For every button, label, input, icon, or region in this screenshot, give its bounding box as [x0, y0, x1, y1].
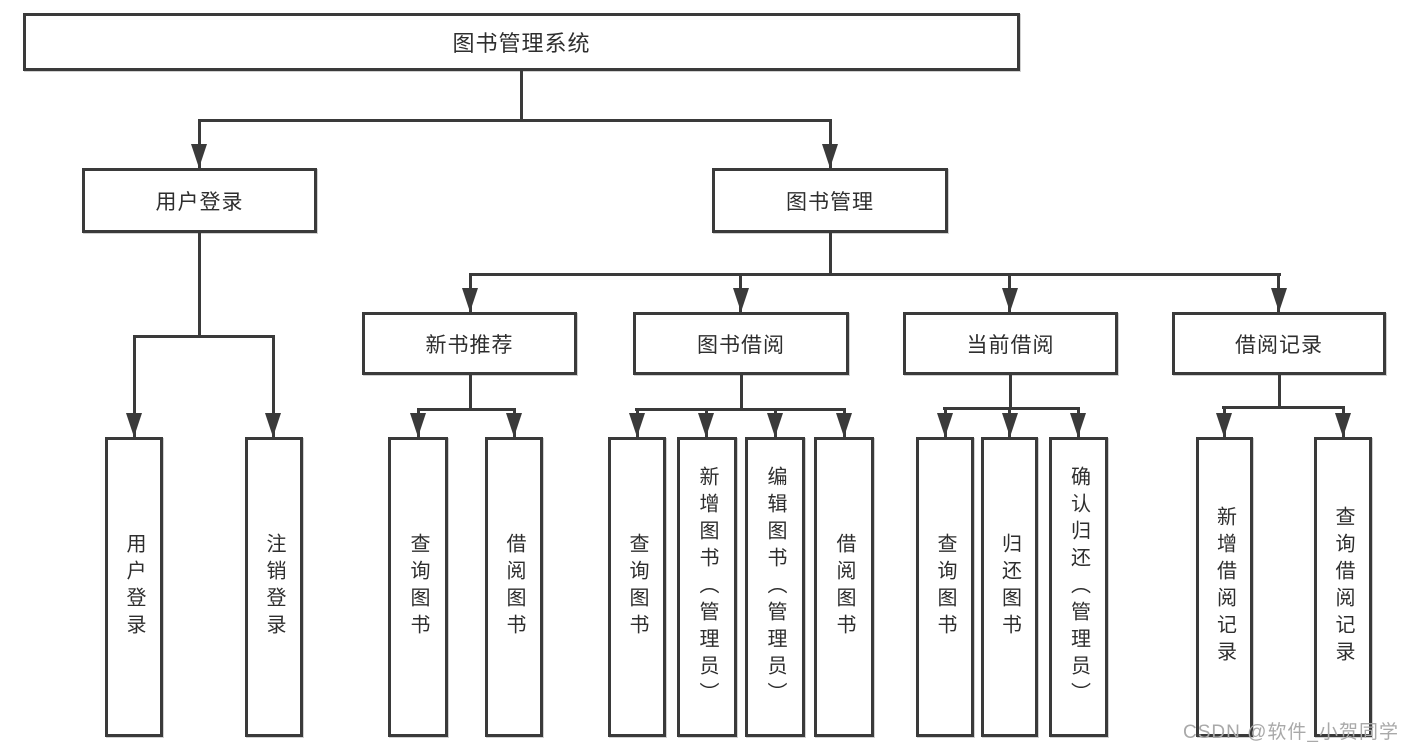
connector-user-login-branch	[133, 335, 275, 338]
connector-level3-branch	[469, 273, 1281, 276]
connector-borrowing-records-branch	[1222, 406, 1345, 409]
connector-book-borrowing-stem	[740, 375, 743, 408]
arrowhead-bb-leaf3	[767, 413, 783, 437]
node-root: 图书管理系统	[23, 13, 1020, 71]
connector-new-books-branch	[417, 408, 516, 411]
connector-to-leaf-login	[133, 335, 136, 437]
connector-root-stem	[520, 71, 523, 119]
connector-book-borrowing-branch	[635, 408, 846, 411]
connector-borrowing-records-stem	[1278, 375, 1281, 406]
watermark: CSDN @软件_小贺同学	[1183, 722, 1399, 743]
arrowhead-br-leaf1	[1216, 413, 1232, 437]
connector-current-borrowing-stem	[1009, 375, 1012, 407]
node-user-login: 用户登录	[82, 168, 317, 233]
connector-book-management-stem	[829, 233, 832, 273]
arrowhead-book-borrowing	[733, 288, 749, 312]
leaf-nb-borrow-book: 借阅图书	[485, 437, 543, 737]
connector-user-login-stem	[198, 233, 201, 335]
node-book-borrowing: 图书借阅	[633, 312, 849, 375]
arrowhead-cb-leaf3	[1070, 413, 1086, 437]
connector-new-books-stem	[469, 375, 472, 408]
arrowhead-leaf-logout	[265, 413, 281, 437]
leaf-bb-edit-book-admin: 编辑图书（管理员）	[745, 437, 805, 737]
leaf-cb-query-book: 查询图书	[916, 437, 974, 737]
leaf-user-login: 用户登录	[105, 437, 163, 737]
arrowhead-bb-leaf4	[836, 413, 852, 437]
node-borrowing-records: 借阅记录	[1172, 312, 1386, 375]
leaf-cb-confirm-return-admin: 确认归还（管理员）	[1049, 437, 1108, 737]
arrowhead-new-books	[462, 288, 478, 312]
arrowhead-book-management	[822, 144, 838, 168]
connector-current-borrowing-branch	[943, 407, 1080, 410]
arrowhead-leaf-login	[126, 413, 142, 437]
node-current-borrowing: 当前借阅	[903, 312, 1118, 375]
leaf-nb-query-book: 查询图书	[388, 437, 448, 737]
arrowhead-cb-leaf2	[1002, 413, 1018, 437]
arrowhead-bb-leaf2	[698, 413, 714, 437]
leaf-bb-query-book: 查询图书	[608, 437, 666, 737]
connector-root-branch	[198, 119, 832, 122]
arrowhead-bb-leaf1	[629, 413, 645, 437]
arrowhead-nb-leaf2	[506, 413, 522, 437]
arrowhead-current-borrowing	[1002, 288, 1018, 312]
node-new-books: 新书推荐	[362, 312, 577, 375]
connector-to-book-management	[829, 119, 832, 168]
arrowhead-nb-leaf1	[410, 413, 426, 437]
leaf-cb-return-book: 归还图书	[981, 437, 1038, 737]
leaf-br-query-record: 查询借阅记录	[1314, 437, 1372, 737]
connector-to-leaf-logout	[272, 335, 275, 437]
connector-to-user-login	[198, 119, 201, 168]
node-book-management: 图书管理	[712, 168, 948, 233]
leaf-bb-borrow-book: 借阅图书	[814, 437, 874, 737]
leaf-bb-add-book-admin: 新增图书（管理员）	[677, 437, 737, 737]
leaf-br-add-record: 新增借阅记录	[1196, 437, 1253, 737]
leaf-logout: 注销登录	[245, 437, 303, 737]
arrowhead-cb-leaf1	[937, 413, 953, 437]
arrowhead-user-login	[191, 144, 207, 168]
arrowhead-br-leaf2	[1335, 413, 1351, 437]
arrowhead-borrowing-records	[1271, 288, 1287, 312]
